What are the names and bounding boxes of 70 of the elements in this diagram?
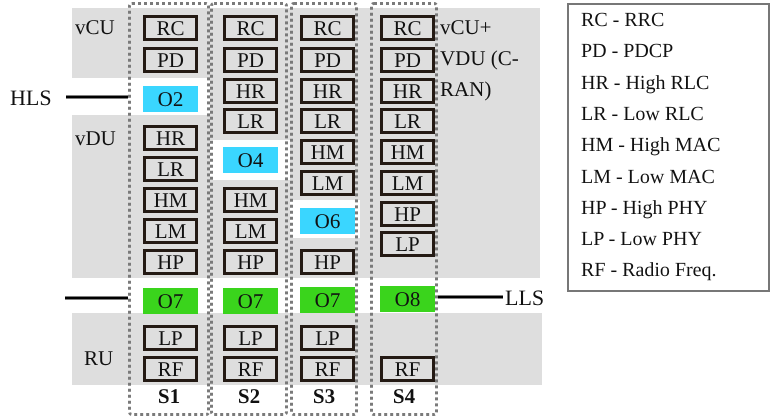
function-block: HM bbox=[380, 139, 435, 165]
column-label: S4 bbox=[392, 384, 416, 409]
function-block: HP bbox=[380, 201, 435, 227]
function-block: PD bbox=[380, 47, 435, 73]
split-label: LLS bbox=[505, 286, 555, 310]
function-block: HM bbox=[300, 139, 355, 165]
function-block: HM bbox=[223, 187, 278, 213]
split-line bbox=[65, 296, 128, 300]
function-block: LR bbox=[223, 108, 278, 134]
key-entry: LP - Low PHY bbox=[581, 228, 702, 252]
function-block: HR bbox=[143, 125, 198, 151]
function-block: LP bbox=[300, 325, 355, 351]
split-option-block: O7 bbox=[223, 288, 278, 314]
function-block: LP bbox=[380, 231, 435, 257]
function-block: HR bbox=[223, 78, 278, 104]
function-block: LR bbox=[143, 156, 198, 182]
split-option-block: O7 bbox=[300, 287, 355, 313]
tier-label: vCU+ VDU (C-RAN) bbox=[440, 14, 520, 103]
function-block: HM bbox=[143, 187, 198, 213]
split-option-block: O8 bbox=[380, 286, 435, 312]
column-label: S2 bbox=[236, 384, 262, 409]
column-label: S1 bbox=[156, 384, 182, 409]
split-line bbox=[438, 296, 503, 298]
slot-column bbox=[290, 2, 358, 416]
split-option-block: O4 bbox=[223, 147, 278, 173]
function-block: LP bbox=[223, 325, 278, 351]
split-option-block: O6 bbox=[300, 208, 355, 234]
function-block: HR bbox=[300, 78, 355, 104]
key-entry: PD - PDCP bbox=[581, 40, 674, 64]
key-entry: RC - RRC bbox=[581, 9, 664, 32]
function-block: HP bbox=[223, 249, 278, 275]
slot-column bbox=[210, 2, 288, 416]
split-option-block: O2 bbox=[143, 86, 198, 112]
function-block: LM bbox=[300, 170, 355, 196]
function-block: RF bbox=[223, 356, 278, 382]
column-label: S3 bbox=[312, 384, 336, 409]
function-block: LR bbox=[300, 108, 355, 134]
function-block: LM bbox=[143, 218, 198, 244]
tier-label: vCU bbox=[75, 14, 116, 41]
function-block: RF bbox=[143, 356, 198, 382]
key-entry: LR - Low RLC bbox=[581, 102, 704, 126]
key-entry: HM - High MAC bbox=[581, 134, 720, 158]
function-block: PD bbox=[223, 47, 278, 73]
function-block: PD bbox=[143, 47, 198, 73]
key-entry: HR - High RLC bbox=[581, 72, 710, 95]
split-line bbox=[66, 96, 128, 98]
slot-column bbox=[370, 2, 438, 416]
abbreviation-key bbox=[567, 3, 770, 292]
function-block: RC bbox=[380, 15, 435, 41]
split-option-block: O7 bbox=[143, 288, 198, 314]
tier-label: RU bbox=[84, 345, 114, 372]
function-block: LR bbox=[380, 108, 435, 134]
function-block: RC bbox=[300, 15, 355, 41]
slot-column bbox=[128, 2, 210, 416]
split-label: HLS bbox=[10, 86, 62, 110]
function-block: RF bbox=[380, 356, 435, 382]
function-block: PD bbox=[300, 47, 355, 73]
tier-label: vDU bbox=[75, 125, 117, 152]
function-block: HR bbox=[380, 78, 435, 104]
function-block: HP bbox=[143, 249, 198, 275]
key-entry: HP - High PHY bbox=[581, 196, 708, 220]
function-block: LP bbox=[143, 325, 198, 351]
function-block: RC bbox=[143, 15, 198, 41]
function-block: RC bbox=[223, 15, 278, 41]
function-block: HP bbox=[300, 249, 355, 275]
function-block: RF bbox=[300, 356, 355, 382]
function-block: LM bbox=[380, 170, 435, 196]
key-entry: RF - Radio Freq. bbox=[581, 259, 717, 282]
key-entry: LM - Low MAC bbox=[581, 166, 715, 188]
function-block: LM bbox=[223, 218, 278, 244]
